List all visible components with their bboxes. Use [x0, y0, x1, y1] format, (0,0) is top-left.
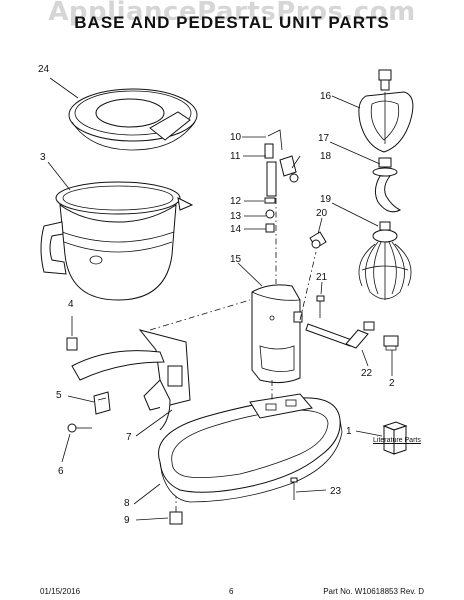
callout-21: 21: [316, 272, 328, 283]
dough-hook-part: [372, 157, 402, 213]
callout-7: 7: [126, 432, 132, 443]
leader-line: [355, 430, 383, 437]
callout-20: 20: [316, 208, 328, 219]
base-part: [158, 393, 343, 503]
footer-part-number: Part No. W10618853 Rev. D: [323, 587, 424, 596]
leader-line: [331, 202, 379, 227]
lock-part: [309, 231, 327, 249]
leader-line: [49, 77, 79, 99]
knob-part: [383, 335, 399, 351]
leader-line: [291, 155, 301, 169]
literature-parts-caption: Literature Parts: [373, 437, 421, 444]
callout-15: 15: [230, 254, 242, 265]
pedestal-column-part: [251, 284, 303, 384]
callout-9: 9: [124, 515, 130, 526]
leader-line: [47, 161, 71, 191]
callout-23: 23: [330, 486, 342, 497]
callout-8: 8: [124, 498, 130, 509]
callout-6: 6: [58, 466, 64, 477]
callout-18: 18: [320, 151, 332, 162]
leader-line: [135, 517, 169, 521]
bowl-pin-part: [66, 337, 78, 351]
leader-line: [135, 409, 173, 437]
callout-14: 14: [230, 224, 242, 235]
leader-line: [133, 483, 161, 505]
pouring-shield-part: [68, 88, 198, 151]
base-screw-part: [290, 477, 298, 500]
callout-16: 16: [320, 91, 332, 102]
footer-page-number: 6: [229, 587, 234, 596]
footer-date: 01/15/2016: [40, 587, 81, 596]
callout-22: 22: [361, 368, 373, 379]
leader-line: [361, 349, 369, 367]
callout-11: 11: [230, 151, 241, 162]
leader-line: [317, 217, 323, 235]
callout-17: 17: [318, 133, 330, 144]
mixing-bowl-part: [40, 181, 194, 301]
leader-line: [61, 433, 71, 463]
diagram-title: BASE AND PEDESTAL UNIT PARTS: [74, 13, 390, 32]
assembly-line: [149, 299, 251, 331]
crank-handle-part: [305, 321, 375, 349]
bowl-clamp-part: [71, 329, 191, 431]
callout-2: 2: [389, 378, 395, 389]
pedestal-screw-part: [316, 295, 325, 318]
callout-19: 19: [320, 194, 332, 205]
callout-12: 12: [230, 196, 242, 207]
wire-whip-part: [358, 221, 412, 300]
flat-beater-part: [358, 69, 414, 153]
leader-line: [331, 95, 361, 109]
leader-line: [67, 395, 95, 403]
callout-3: 3: [40, 152, 46, 163]
watermark-text: AppliancePartsPros.com: [48, 0, 416, 27]
assembly-line: [299, 251, 317, 321]
leader-line: [329, 141, 381, 165]
callout-13: 13: [230, 211, 242, 222]
leader-line: [237, 262, 263, 287]
callout-24: 24: [38, 64, 50, 75]
foot-part: [169, 511, 183, 525]
callout-5: 5: [56, 390, 62, 401]
spring-clip-part: [93, 391, 111, 415]
leader-line: [320, 281, 323, 295]
callout-10: 10: [230, 132, 242, 143]
clamp-screw-part: [67, 423, 92, 433]
literature-part: [382, 421, 408, 455]
leader-line: [295, 489, 327, 493]
lift-lever-parts: [264, 129, 299, 233]
callout-1: 1: [346, 426, 352, 437]
callout-4: 4: [68, 299, 74, 310]
